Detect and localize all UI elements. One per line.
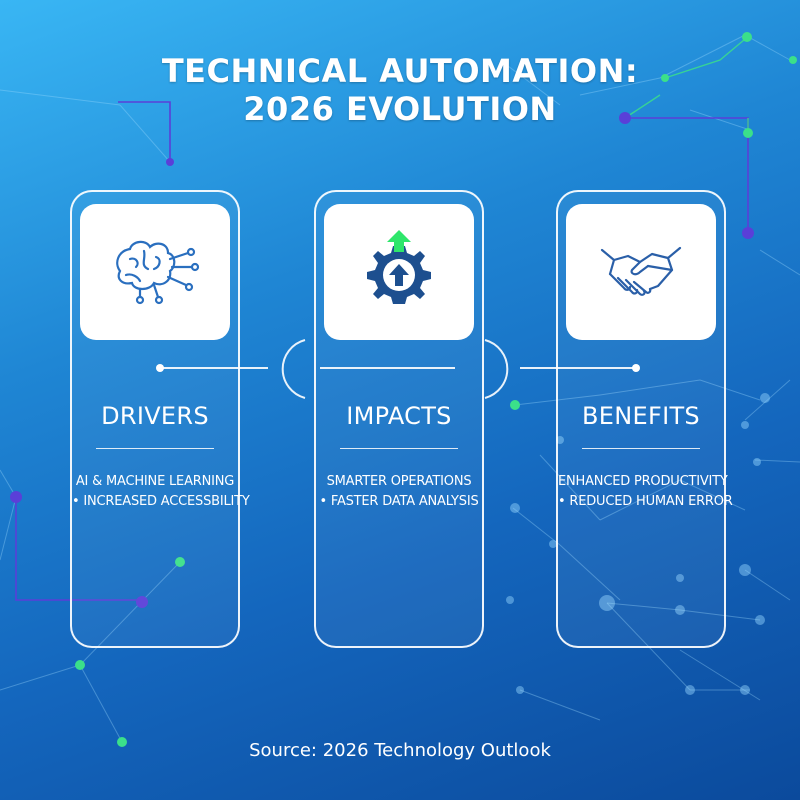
icon-tile-impacts xyxy=(324,204,474,340)
list-item: ENHANCED PRODUCTIVITY xyxy=(558,474,728,489)
page-title-line2: 2026 EVOLUTION xyxy=(243,90,557,128)
handshake-icon xyxy=(598,240,684,305)
card-heading: IMPACTS xyxy=(346,402,452,430)
list-item: • FASTER DATA ANALYSIS xyxy=(319,494,479,509)
card-heading: BENEFITS xyxy=(582,402,700,430)
card-impacts: IMPACTS SMARTER OPERATIONS • FASTER DATA… xyxy=(314,190,484,648)
card-heading: DRIVERS xyxy=(101,402,209,430)
card-drivers: DRIVERS AI & MACHINE LEARNING • INCREASE… xyxy=(70,190,250,648)
list-item: • INCREASED ACCESSBILITY xyxy=(72,494,250,509)
card-items: AI & MACHINE LEARNING • INCREASED ACCESS… xyxy=(72,472,250,512)
icon-tile-drivers xyxy=(80,204,230,340)
page-title-line1: TECHNICAL AUTOMATION: xyxy=(161,52,639,90)
brain-circuit-icon xyxy=(110,235,200,310)
list-item: SMARTER OPERATIONS xyxy=(326,474,472,489)
gear-arrow-icon xyxy=(357,228,441,317)
card-items: ENHANCED PRODUCTIVITY • REDUCED HUMAN ER… xyxy=(558,472,733,512)
list-item: • REDUCED HUMAN ERROR xyxy=(558,494,733,509)
divider xyxy=(340,448,458,449)
card-benefits: BENEFITS ENHANCED PRODUCTIVITY • REDUCED… xyxy=(556,190,733,648)
divider xyxy=(96,448,214,449)
source-caption: Source: 2026 Technology Outlook xyxy=(249,740,551,761)
icon-tile-benefits xyxy=(566,204,716,340)
divider xyxy=(582,448,700,449)
list-item: AI & MACHINE LEARNING xyxy=(75,474,235,489)
card-items: SMARTER OPERATIONS • FASTER DATA ANALYSI… xyxy=(316,472,482,512)
